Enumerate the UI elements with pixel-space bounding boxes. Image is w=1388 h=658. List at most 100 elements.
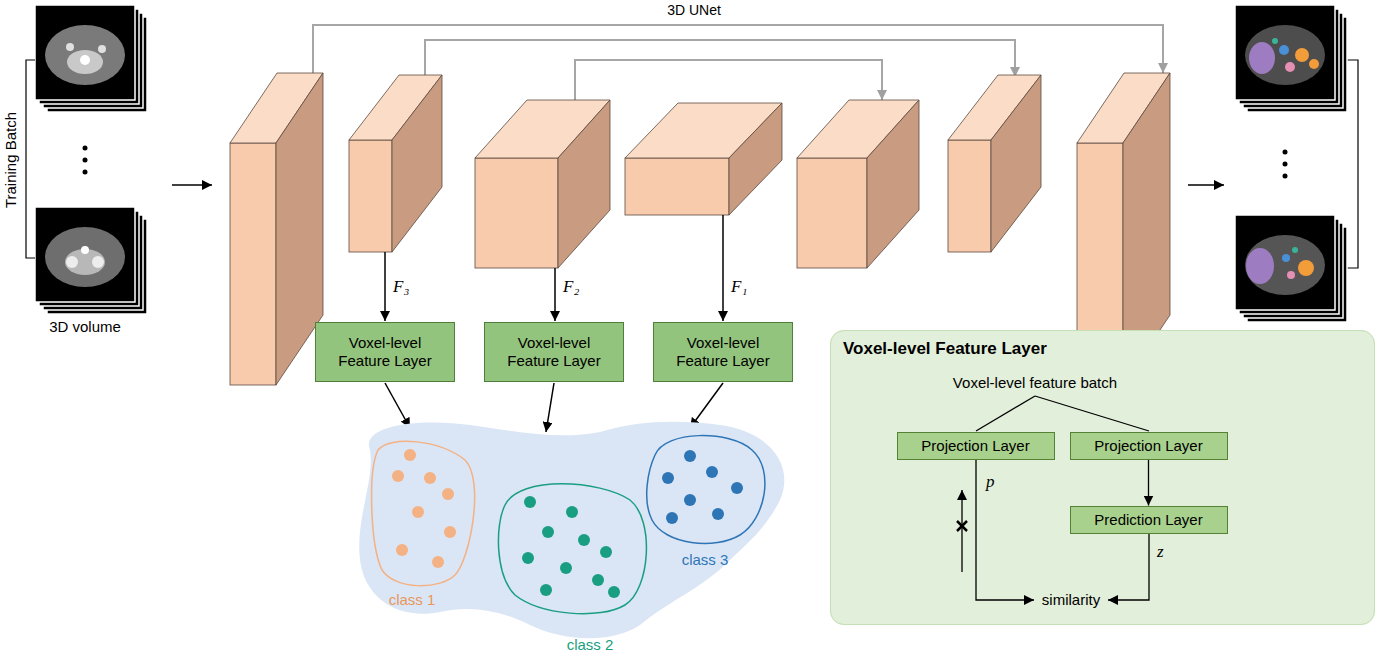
voxel-point [392,449,743,598]
vector-label: z [1157,542,1164,562]
projection-box: Projection Layer [1070,432,1228,460]
ct-stack [67,50,103,74]
voxel-point [442,488,454,500]
similarity-label: similarity [1042,591,1100,608]
ct-stack [45,25,125,85]
ellipsis-dots [83,170,88,175]
class-label: class 3 [682,551,729,568]
panel-ground [830,330,1375,625]
feature-block [349,140,392,252]
stop-gradient-mark [957,521,967,531]
voxel-point [522,496,620,598]
ellipsis-dots [83,158,88,163]
feature-map-label: F₂ [563,277,579,297]
embedding-space [359,422,784,638]
segmentation-stack [1245,25,1325,85]
ellipsis-dots [1283,162,1288,167]
ct-stack [35,207,135,302]
voxel-point [592,574,604,586]
feature-layer-box: Voxel-level Feature Layer [653,322,793,382]
voxel-point [396,544,408,556]
panel-wire [962,396,1149,600]
voxel-point [578,534,590,546]
voxel-point [706,466,718,478]
segmentation-stack [1285,62,1295,72]
input-label: Voxel-level feature batch [953,374,1117,391]
voxel-point [524,496,536,508]
feature-map-label: F₃ [393,277,409,297]
panel-wire [976,396,1035,431]
volume-label: 3D volume [49,318,121,335]
voxel-point [731,482,743,494]
feature-block [867,100,919,268]
embedding-space [359,422,784,638]
panel-wire [976,460,1034,600]
feature-map-label: F₁ [731,277,747,297]
voxel-point [684,450,696,462]
stop-gradient-mark [957,521,967,531]
panel-wire [961,490,962,572]
ct-stack [81,246,89,254]
batch-bracket [1347,60,1358,268]
stop-gradient-mark [957,521,967,531]
ct-stack [45,227,125,287]
voxel-point [432,556,444,568]
feature-layer-box: Voxel-level Feature Layer [484,322,624,382]
vector-label: p [986,472,995,492]
class-cluster [647,436,765,544]
feature-block [729,103,782,215]
segmentation-stack [1245,235,1325,295]
box-text: Voxel-level Feature Layer [495,334,613,370]
prediction-box: Prediction Layer [1070,506,1228,534]
box-text: Projection Layer [1094,437,1202,455]
class-label: class 1 [389,591,436,608]
ellipsis-dots [1283,150,1288,155]
ellipsis-dots [83,146,88,151]
voxel-point [424,472,436,484]
segmentation-stack [1292,247,1298,253]
ct-stack [66,256,78,268]
class-cluster [372,436,765,614]
arrow [172,184,212,186]
segmentation-stack [1282,254,1290,262]
voxel-point [712,508,724,520]
voxel-point [684,494,696,506]
voxel-point [522,552,534,564]
arrow [722,215,724,321]
skip-connection [425,40,1015,85]
class-cluster [498,484,646,614]
batch-label: Training Batch [2,112,19,208]
arrow [385,383,410,428]
ellipsis-dots [1283,174,1288,179]
voxel-point [666,512,678,524]
arrow [384,252,386,321]
arrow [546,383,554,432]
segmentation-stack [1235,5,1347,322]
segmentation-stack [1295,48,1309,62]
arrow [690,383,723,428]
feature-block [625,158,729,215]
segmentation-stack [1246,248,1274,284]
voxel-point [566,506,578,518]
segmentation-stack [1249,42,1275,74]
segmentation-stack [1272,38,1278,44]
class-label: class 2 [567,636,614,653]
ct-stack [98,45,106,53]
box-text: Prediction Layer [1094,511,1202,529]
voxel-point [412,506,424,518]
ct-stack [35,5,147,314]
batch-bracket [26,60,1358,268]
voxel-point [392,449,456,568]
voxel-point [444,526,456,538]
feature-block [392,75,442,252]
panel-heading: Voxel-level Feature Layer [843,339,1047,359]
feature-block [797,158,867,268]
voxel-point [540,584,552,596]
voxel-point [608,586,620,598]
segmentation-stack [1235,5,1335,100]
feature-block [230,143,276,385]
segmentation-stack [1287,271,1295,279]
ellipsis-dots [83,146,1288,179]
voxel-point [404,449,416,461]
